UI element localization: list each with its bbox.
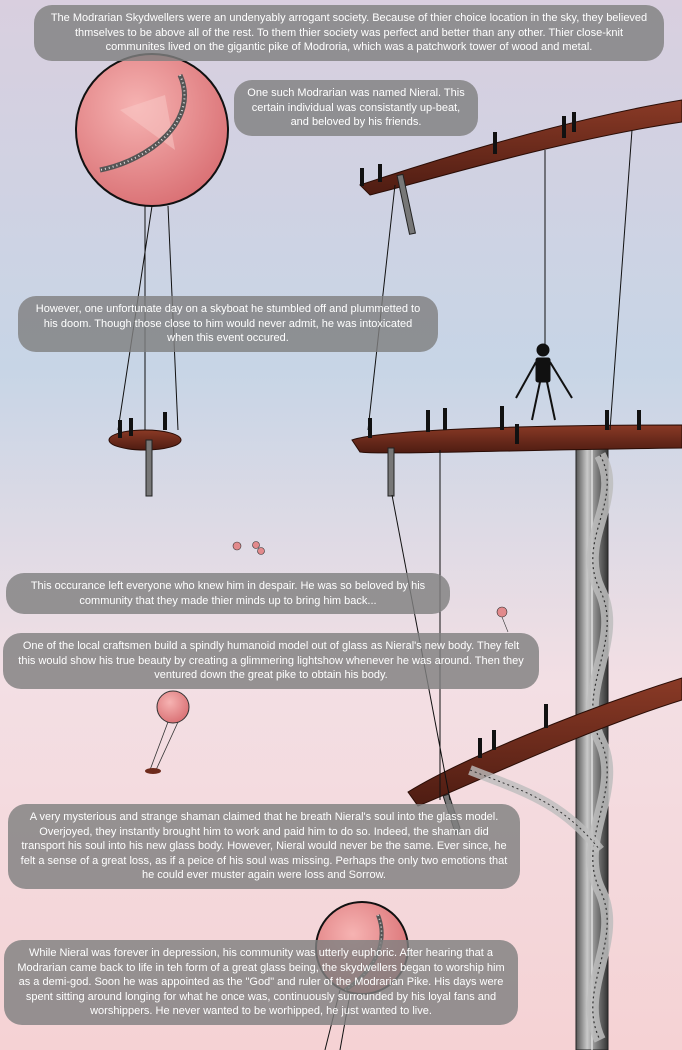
glass-humanoid-figure bbox=[515, 343, 573, 421]
large-glass-balloon bbox=[75, 53, 229, 431]
caption-fall: However, one unfortunate day on a skyboa… bbox=[18, 296, 438, 352]
modroria-pike bbox=[575, 444, 614, 1050]
caption-despair: This occurance left everyone who knew hi… bbox=[6, 573, 450, 614]
caption-demi-god: While Nieral was forever in depression, … bbox=[4, 940, 518, 1025]
caption-glass-model: One of the local craftsmen build a spind… bbox=[3, 633, 539, 689]
skyboat-platform bbox=[108, 429, 182, 497]
distant-balloons bbox=[232, 541, 509, 633]
skydweller-silhouettes bbox=[118, 112, 641, 758]
caption-shaman: A very mysterious and strange shaman cla… bbox=[8, 804, 520, 889]
caption-nieral-intro: One such Modrarian was named Nieral. Thi… bbox=[234, 80, 478, 136]
medium-balloon bbox=[145, 690, 190, 774]
upper-wooden-beam bbox=[359, 99, 682, 235]
caption-skydwellers-intro: The Modrarian Skydwellers were an undeny… bbox=[34, 5, 664, 61]
